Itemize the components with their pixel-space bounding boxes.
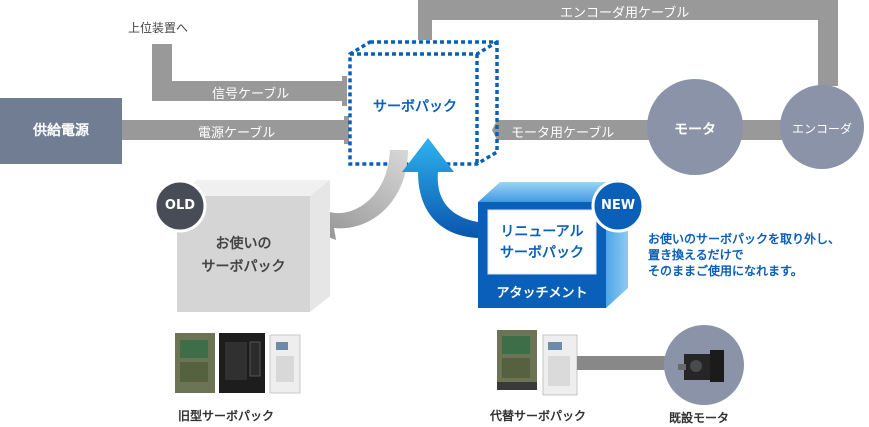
new-badge-text: NEW [600, 198, 636, 213]
encoder-cable-label: エンコーダ用ケーブル [560, 6, 690, 21]
upper-device-label: 上位装置へ [128, 21, 189, 35]
caption-existing-motor: 既設モータ [669, 411, 730, 425]
old-badge-text: OLD [164, 198, 196, 213]
power-supply-label: 供給電源 [33, 123, 89, 139]
encoder-circle [780, 85, 864, 169]
servopack-label: サーボパック [373, 99, 457, 115]
motor-cable [492, 120, 790, 140]
old-box-line1: お使いの [215, 236, 272, 252]
encoder-label: エンコーダ [791, 122, 852, 136]
replacement-servopack-photos [497, 330, 578, 396]
renewal-line1: リニューアル [500, 224, 584, 240]
power-cable [122, 116, 349, 144]
caption-replacement-servopack: 代替サーボパック [490, 409, 587, 423]
note-line3: そのままご使用になれます。 [648, 264, 803, 278]
note-line2: 置き換えるだけで [648, 248, 744, 262]
signal-cable [152, 44, 347, 106]
attachment-box [478, 182, 628, 308]
caption-old-servopack: 旧型サーボパック [178, 409, 275, 423]
signal-cable-label: 信号ケーブル [212, 87, 290, 102]
old-box-line2: サーボパック [201, 259, 286, 275]
old-badge [153, 179, 207, 233]
existing-motor [664, 325, 744, 405]
replacement-arrow [402, 138, 478, 238]
motor-connection-bar [577, 356, 669, 370]
renewal-line2: サーボパック [500, 245, 584, 261]
old-servopack-photos [175, 333, 301, 394]
motor-cable-label: モータ用ケーブル [511, 126, 615, 141]
attachment-label: アタッチメント [496, 286, 588, 301]
motor-label: モータ [674, 122, 716, 138]
power-supply-block [0, 98, 122, 164]
new-badge [591, 179, 645, 233]
servopack-outline [348, 40, 499, 166]
encoder-cable [418, 0, 838, 86]
note-line1: お使いのサーボパックを取り外し、 [648, 232, 841, 246]
power-cable-label: 電源ケーブル [198, 126, 276, 141]
motor-circle [647, 79, 743, 175]
